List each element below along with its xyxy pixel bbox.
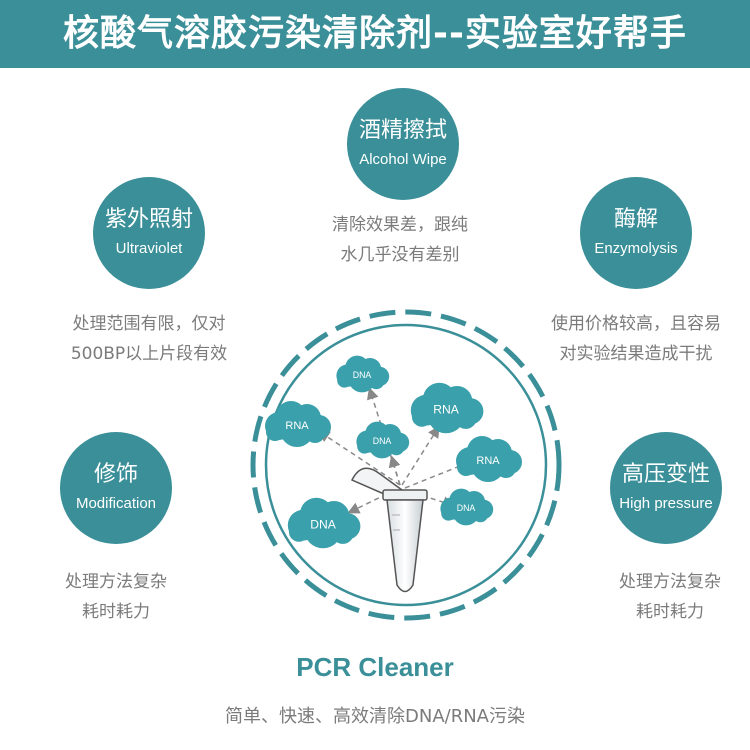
desc-line: 处理方法复杂 [65,572,167,592]
cloud-dna: DNA [356,421,410,459]
cloud-dna: DNA [336,355,390,393]
desc-line: 耗时耗力 [82,602,150,622]
desc-line: 水几乎没有差别 [340,245,460,265]
inner-ring [264,323,548,607]
desc-line: 清除效果差，跟纯 [332,215,468,235]
cloud-label: RNA [285,420,309,432]
cloud-label: DNA [353,370,372,380]
method-label-en: Modification [75,495,157,512]
pcr-tube [350,467,428,593]
method-desc-high-pressure: 处理方法复杂 耗时耗力 [594,567,746,627]
cloud-dna: DNA [287,497,361,549]
method-ultraviolet: 紫外照射 Ultraviolet [93,177,205,289]
cloud-rna: RNA [410,382,484,434]
method-label-cn: 高压变性 [621,462,710,487]
method-label-cn: 酒精擦拭 [358,118,447,143]
cloud-rna: RNA [265,401,331,447]
desc-line: 处理范围有限，仅对 [72,314,226,334]
desc-line: 使用价格较高，且容易 [551,314,721,334]
product-name: PCR Cleaner [296,652,454,682]
method-desc-enzymolysis: 使用价格较高，且容易 对实验结果造成干扰 [530,309,742,369]
cloud-label: RNA [433,403,459,417]
method-modification: 修饰 Modification [60,432,172,544]
desc-line: 500BP以上片段有效 [70,344,228,364]
desc-line: 对实验结果造成干扰 [559,344,713,364]
desc-line: 耗时耗力 [636,602,704,622]
cloud-label: RNA [476,455,500,467]
cloud-rna: RNA [456,436,522,482]
method-desc-ultraviolet: 处理范围有限，仅对 500BP以上片段有效 [44,309,254,369]
method-label-en: Enzymolysis [594,240,678,257]
desc-line: 处理方法复杂 [619,572,721,592]
dashed-outer-ring [250,309,562,621]
method-label-cn: 紫外照射 [104,207,193,232]
method-alcohol-wipe: 酒精擦拭 Alcohol Wipe [347,88,459,200]
method-high-pressure: 高压变性 High pressure [610,432,722,544]
method-enzymolysis: 酶解 Enzymolysis [580,177,692,289]
method-label-cn: 酶解 [613,207,658,232]
product-tagline: 简单、快速、高效清除DNA/RNA污染 [225,706,525,727]
cloud-label: DNA [310,518,336,532]
method-desc-alcohol-wipe: 清除效果差，跟纯 水几乎没有差别 [300,210,500,270]
method-desc-modification: 处理方法复杂 耗时耗力 [40,567,192,627]
cloud-label: DNA [457,503,476,513]
method-label-en: Ultraviolet [115,240,183,257]
page-title: 核酸气溶胶污染清除剂--实验室好帮手 [63,13,687,54]
method-label-en: Alcohol Wipe [359,151,447,168]
cloud-label: DNA [373,436,392,446]
header-banner: 核酸气溶胶污染清除剂--实验室好帮手 [0,0,750,68]
cloud-dna: DNA [440,488,494,526]
method-label-en: High pressure [619,495,713,512]
method-label-cn: 修饰 [93,462,138,487]
